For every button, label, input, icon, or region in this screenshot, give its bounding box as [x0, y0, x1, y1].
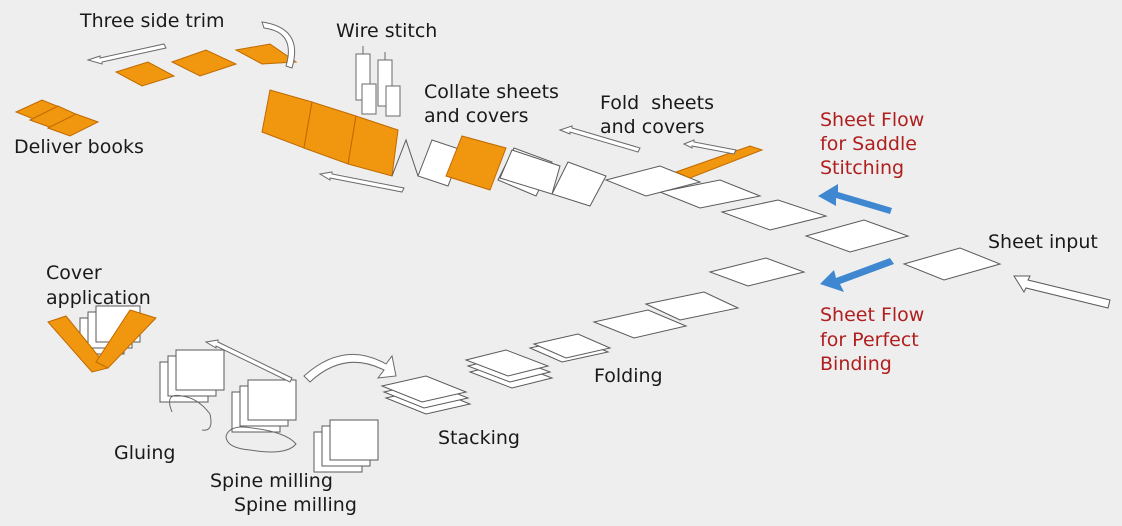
- saddle-cover-pieces: [14, 43, 764, 191]
- label-deliver-books: Deliver books: [14, 136, 144, 158]
- rotate-arrow-icon: [303, 353, 397, 383]
- delivered-book: [46, 113, 100, 137]
- flow-arrows: [818, 184, 894, 292]
- rotate-arrow-icon: [261, 21, 296, 69]
- process-arrow-icon: [86, 43, 167, 65]
- perfect-process-arrows: [204, 339, 397, 383]
- label-perfect-flow-3: Binding: [820, 353, 892, 375]
- stitch-transfer: [391, 138, 419, 177]
- folded-sheet: [551, 161, 607, 207]
- wire-stitch-heads-icon: [355, 46, 401, 117]
- cover-strip: [674, 145, 764, 179]
- label-saddle-flow-1: Sheet Flow: [820, 109, 925, 131]
- label-perfect-flow-1: Sheet Flow: [820, 304, 925, 326]
- label-saddle-flow-3: Stitching: [820, 157, 905, 179]
- saddle-process-arrows: [86, 21, 737, 193]
- sheet: [902, 247, 1002, 281]
- label-fold-line-1: Fold sheets: [600, 92, 714, 114]
- trimmed-booklet: [234, 43, 298, 65]
- sheet: [604, 165, 702, 197]
- label-stacking: Stacking: [438, 427, 520, 449]
- label-cover-application-2: application: [46, 287, 151, 309]
- trimmed-booklet: [114, 61, 176, 87]
- glue-drip-icon: [169, 394, 212, 431]
- folded-sheet: [499, 149, 561, 195]
- cover-sheet: [95, 309, 157, 369]
- booklet: [347, 115, 399, 177]
- process-arrow-icon: [318, 171, 405, 193]
- sheet: [720, 199, 828, 231]
- folded-sheet: [532, 333, 612, 359]
- sheet-input-sheets: [902, 247, 1111, 309]
- flow-arrow-icon: [820, 258, 894, 292]
- label-three-side-trim: Three side trim: [80, 10, 225, 32]
- label-spine-milling-2: Spine milling: [234, 494, 357, 516]
- process-arrow-icon: [204, 339, 293, 383]
- label-wire-stitch: Wire stitch: [336, 20, 438, 42]
- label-saddle-flow-2: for Saddle: [820, 133, 917, 155]
- process-arrow-icon: [682, 139, 737, 155]
- process-arrow-icon: [1013, 275, 1111, 309]
- trimmed-booklet: [170, 49, 238, 77]
- flow-arrow-icon: [818, 184, 892, 214]
- label-fold-line-2: and covers: [600, 116, 705, 138]
- sheet: [708, 257, 806, 287]
- sheet: [592, 309, 688, 339]
- cover-wrap: [47, 309, 157, 373]
- glue-and-milling: [169, 394, 297, 453]
- label-perfect-flow-2: for Perfect: [820, 329, 919, 351]
- booklet: [303, 101, 357, 165]
- label-sheet-input: Sheet input: [988, 231, 1098, 253]
- label-gluing: Gluing: [114, 442, 176, 464]
- label-cover-application-1: Cover: [46, 262, 102, 284]
- sheet: [658, 179, 762, 209]
- process-arrow-icon: [558, 125, 641, 153]
- booklet: [261, 89, 313, 149]
- sheet: [804, 219, 910, 253]
- label-collate-line-2: and covers: [424, 105, 529, 127]
- cover-on-stack: [445, 135, 507, 191]
- sheet: [644, 291, 740, 321]
- label-spine-milling-1: Spine milling: [210, 470, 333, 492]
- label-folding: Folding: [594, 365, 663, 387]
- milling-dust-icon: [225, 426, 297, 453]
- label-collate-line-1: Collate sheets: [424, 81, 559, 103]
